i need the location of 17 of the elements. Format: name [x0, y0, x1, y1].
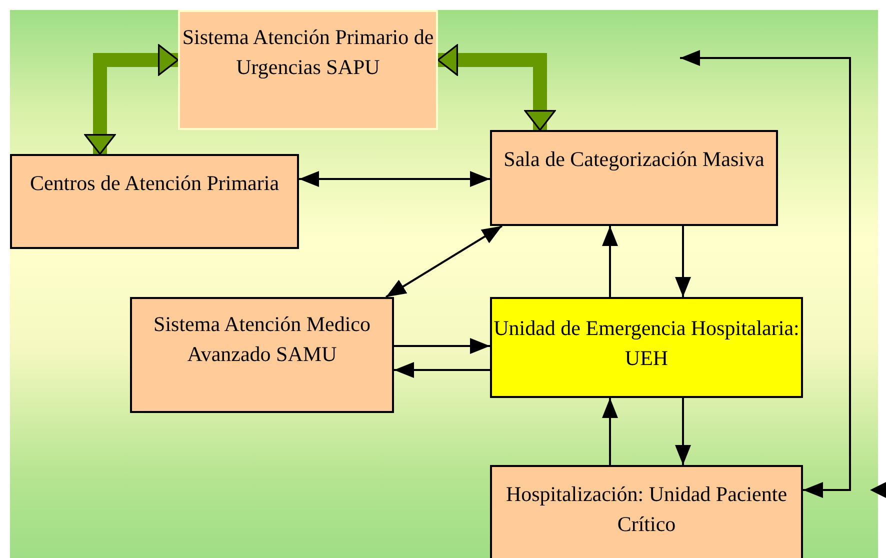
bent-arrow — [437, 44, 556, 131]
arrow — [675, 226, 691, 297]
arrow — [385, 225, 503, 298]
process-box: Sala de Categorización Masiva — [490, 130, 778, 226]
process-box: Sistema Atención Medico Avanzado SAMU — [130, 297, 394, 413]
process-box: Centros de Atención Primaria — [10, 154, 299, 249]
arrow — [394, 338, 490, 354]
process-box: Hospitalización: Unidad Paciente Crítico — [490, 465, 803, 558]
arrow — [680, 50, 851, 498]
arrow — [299, 171, 490, 187]
arrow — [675, 398, 691, 465]
process-box: Sistema Atención Primario de Urgencias SAPU — [178, 10, 438, 130]
emergency-unit-box: Unidad de Emergencia Hospitalaria: UEH — [490, 297, 803, 398]
arrow — [602, 226, 618, 297]
arrow — [394, 362, 490, 378]
arrow — [602, 398, 618, 465]
bent-arrow — [84, 44, 179, 155]
